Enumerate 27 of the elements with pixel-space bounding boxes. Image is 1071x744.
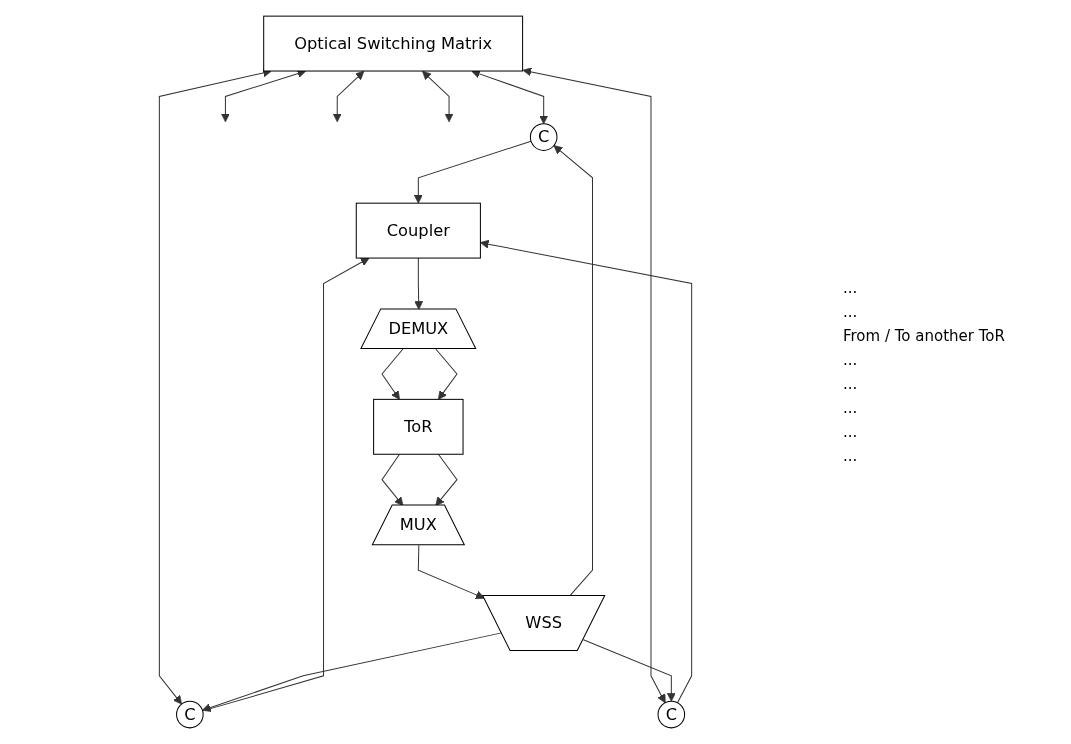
- node-box: ToR: [373, 398, 464, 455]
- note-text: ...: [843, 375, 859, 393]
- arrow: [332, 70, 365, 123]
- arrow: [435, 453, 458, 506]
- note-text: ...: [843, 399, 859, 417]
- note-text: ...: [843, 279, 859, 297]
- note-text: ...: [843, 447, 859, 465]
- note-text: ...: [843, 423, 859, 441]
- note-text: ...: [843, 351, 859, 369]
- node-circle: C: [176, 700, 204, 729]
- note-text: ...: [843, 303, 859, 321]
- node-box: Coupler: [355, 202, 481, 259]
- arrow: [435, 348, 458, 400]
- node-circle: C: [529, 123, 558, 151]
- arrow: [480, 239, 693, 704]
- arrow: [381, 453, 404, 506]
- arrow: [202, 632, 503, 712]
- arrow: [381, 348, 404, 400]
- node-box: Optical Switching Matrix: [263, 15, 524, 72]
- arrow: [417, 544, 485, 600]
- arrow: [422, 70, 454, 123]
- arrow: [202, 257, 370, 712]
- note-text: From / To another ToR: [843, 327, 1006, 345]
- node-circle: C: [657, 700, 686, 729]
- arrow: [582, 639, 676, 702]
- arrow: [413, 140, 532, 204]
- arrow: [522, 67, 666, 704]
